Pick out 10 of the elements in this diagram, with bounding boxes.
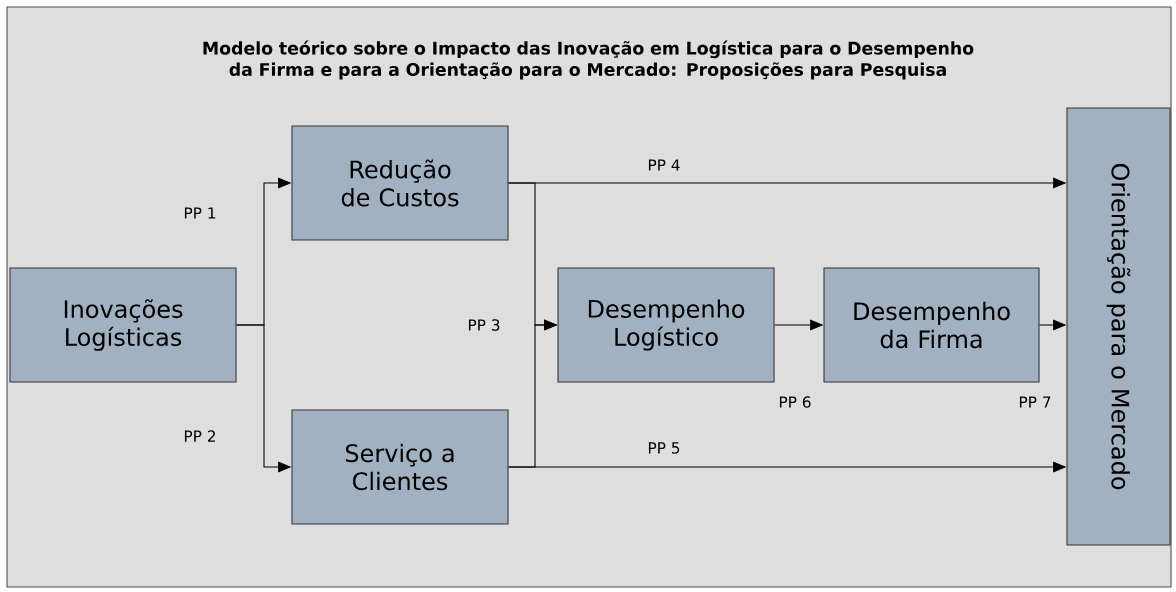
process-box: Desempenho da Firma [823, 267, 1040, 383]
process-box: Inovações Logísticas [9, 267, 237, 383]
process-box: Serviço a Clientes [291, 409, 509, 525]
title: Modelo teórico sobre o Impacto das Inovação em Logística para o Desempenho da Firma e para a Orientação para o Mercado: Proposições para Pesquisa [203, 40, 974, 80]
process-box: Redução de Custos [291, 125, 509, 241]
process-box: Orientação para o Mercado [1066, 107, 1171, 546]
edge-label: PP 7 [1017, 395, 1053, 409]
process-box: Desempenho Logístico [557, 267, 775, 383]
edge-label: PP 1 [182, 206, 218, 220]
edge-label: PP 4 [646, 158, 682, 172]
